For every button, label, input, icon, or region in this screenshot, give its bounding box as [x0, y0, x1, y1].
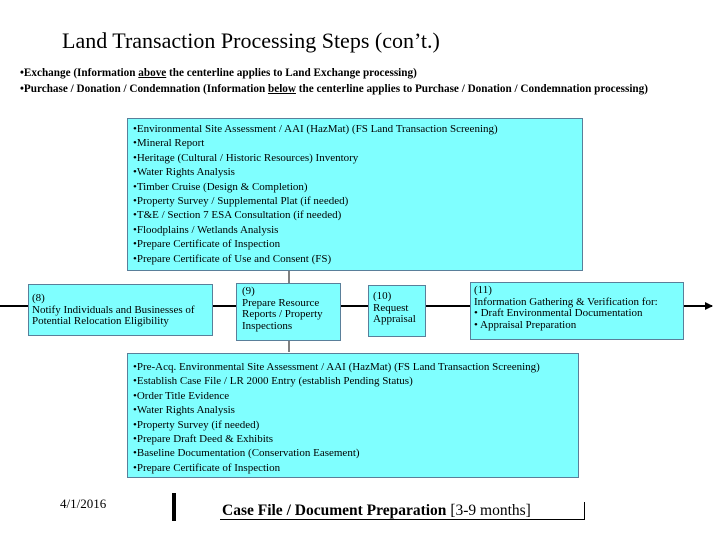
step-9-text: Reports / Property: [242, 308, 323, 320]
phase-duration: [3-9 months]: [450, 502, 531, 519]
step-8-number: (8): [32, 292, 45, 304]
exchange-task: •Property Survey / Supplemental Plat (if…: [133, 195, 349, 208]
phase-title-text: Case File / Document Preparation: [222, 502, 451, 519]
legend-exchange-emph: above: [138, 67, 167, 79]
legend-exchange-pre: •Exchange (Information: [20, 67, 139, 79]
legend-purchase: •Purchase / Donation / Condemnation (Inf…: [20, 83, 648, 95]
step-11-text: • Appraisal Preparation: [474, 318, 577, 331]
step-11-text: • Draft Environmental Documentation: [474, 307, 643, 319]
step-9-number: (9): [242, 285, 255, 297]
step-8-text: Potential Relocation Eligibility: [32, 315, 169, 327]
step-8-box: (8) Notify Individuals and Businesses of…: [28, 284, 213, 336]
step-11-number: (11): [474, 284, 492, 296]
purchase-task: •Prepare Certificate of Inspection: [133, 461, 281, 474]
legend-purchase-pre: •Purchase / Donation / Condemnation (Inf…: [20, 83, 268, 95]
exchange-task: •T&E / Section 7 ESA Consultation (if ne…: [133, 209, 342, 222]
step-10-text: Request: [373, 301, 409, 314]
page-title: Land Transaction Processing Steps (con’t…: [62, 28, 440, 53]
legend-exchange: •Exchange (Information above the centerl…: [20, 67, 417, 79]
purchase-task: •Pre-Acq. Environmental Site Assessment …: [133, 361, 540, 373]
phase-title: Case File / Document Preparation [3-9 mo…: [222, 502, 531, 520]
exchange-task: •Floodplains / Wetlands Analysis: [133, 223, 279, 236]
step-9-text: Prepare Resource: [242, 296, 320, 309]
purchase-tasks-box: •Pre-Acq. Environmental Site Assessment …: [127, 353, 579, 478]
purchase-task: •Order Title Evidence: [133, 389, 230, 402]
legend-purchase-post: the centerline applies to Purchase / Don…: [295, 83, 648, 95]
exchange-task: •Heritage (Cultural / Historic Resources…: [133, 151, 359, 164]
exchange-task: •Prepare Certificate of Inspection: [133, 238, 281, 251]
step-11-box: (11) Information Gathering & Verificatio…: [470, 282, 684, 340]
purchase-task: •Property Survey (if needed): [133, 418, 260, 431]
phase-divider-bar: [172, 493, 176, 521]
step-10-number: (10): [373, 290, 392, 302]
exchange-task: •Water Rights Analysis: [133, 166, 235, 179]
step-11-text: Information Gathering & Verification for…: [474, 295, 658, 308]
phase-title-right-rule: [584, 502, 585, 520]
exchange-task: •Environmental Site Assessment / AAI (Ha…: [133, 123, 498, 135]
step-8-text: Notify Individuals and Businesses of: [32, 303, 195, 316]
exchange-task: •Mineral Report: [133, 137, 205, 150]
exchange-tasks-box: •Environmental Site Assessment / AAI (Ha…: [127, 118, 583, 271]
legend-purchase-emph: below: [268, 83, 296, 95]
purchase-task: •Establish Case File / LR 2000 Entry (es…: [133, 375, 413, 388]
step-10-text: Appraisal: [373, 313, 416, 325]
purchase-task: •Prepare Draft Deed & Exhibits: [133, 433, 274, 446]
step-9-box: (9) Prepare Resource Reports / Property …: [236, 283, 341, 341]
exchange-task: •Prepare Certificate of Use and Consent …: [133, 252, 332, 265]
step-10-box: (10) Request Appraisal: [368, 285, 426, 337]
legend-exchange-post: the centerline applies to Land Exchange …: [166, 67, 417, 79]
purchase-task: •Baseline Documentation (Conservation Ea…: [133, 447, 360, 460]
footer-date: 4/1/2016: [60, 496, 107, 511]
purchase-task: •Water Rights Analysis: [133, 404, 235, 417]
step-9-text: Inspections: [242, 319, 293, 332]
phase-title-underline: [220, 519, 585, 520]
exchange-task: •Timber Cruise (Design & Completion): [133, 180, 308, 193]
